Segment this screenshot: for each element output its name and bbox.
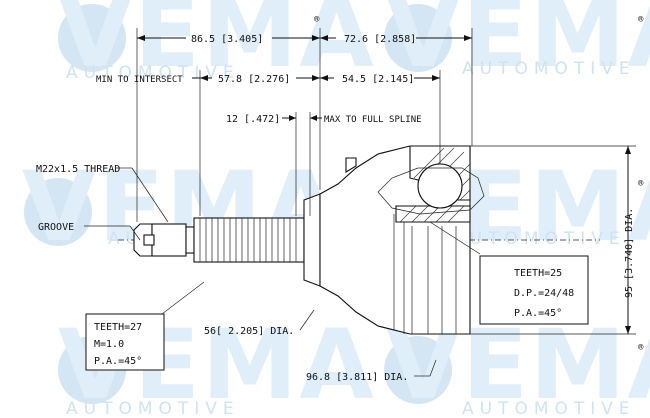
watermark-brand: VEMA	[386, 0, 650, 89]
dim-overall-left: 86.5 [3.405]	[191, 34, 263, 45]
dim-overall-right: 72.6 [2.858]	[344, 34, 416, 45]
callout-line: P.A.=45°	[94, 356, 142, 367]
groove-ring	[185, 226, 195, 254]
dim-spline-value: 12 [.472]	[226, 114, 280, 125]
watermark-logo-circle	[58, 4, 126, 72]
watermark-sub: AUTOMOTIVE	[452, 229, 626, 249]
dim-right-dia: 95 [3.740] DIA.	[624, 208, 635, 298]
spline-teeth	[199, 218, 297, 262]
callout-inner-spline: TEETH=25 D.P.=24/48 P.A.=45°	[479, 255, 589, 325]
callout-line: M=1.0	[94, 339, 124, 350]
callout-box	[479, 255, 589, 325]
watermark-sub: AUTOMOTIVE	[462, 399, 636, 418]
dim-min-intersect-label: MIN TO INTERSECT	[96, 75, 183, 85]
dim-right-inner: 54.5 [2.145]	[342, 74, 414, 85]
dim-bottom-dia: 96.8 [3.811] DIA.	[306, 372, 408, 383]
callout-line: TEETH=27	[94, 322, 142, 333]
threaded-stud	[151, 223, 187, 257]
stud-slot	[143, 234, 155, 246]
registered-mark: ®	[638, 179, 644, 189]
callout-line: D.P.=24/48	[514, 288, 574, 299]
registered-mark: ®	[638, 343, 644, 353]
watermark-brand: VEMA	[58, 0, 376, 89]
callout-outer-spline: TEETH=27 M=1.0 P.A.=45°	[85, 313, 165, 371]
hatch-lower	[399, 205, 465, 223]
callout-line: TEETH=25	[514, 268, 562, 279]
dim-thread: M22x1.5 THREAD	[36, 164, 120, 175]
dim-groove: GROOVE	[38, 222, 74, 233]
dim-shaft-dia: 56[ 2.205] DIA.	[204, 326, 294, 337]
watermark-sub: AUTOMOTIVE	[66, 63, 240, 83]
watermark-layer: VEMA AUTOMOTIVE VEMA AUTOMOTIVE VEMA AUT…	[22, 0, 650, 418]
callout-line: P.A.=45°	[514, 308, 562, 319]
watermark-logo-circle	[384, 336, 452, 404]
housing-tab	[345, 157, 357, 173]
dim-max-full-spline: MAX TO FULL SPLINE	[324, 115, 422, 125]
watermark-sub: AUTOMOTIVE	[462, 59, 636, 79]
dimension-labels: 86.5 [3.405] 72.6 [2.858] MIN TO INTERSE…	[36, 34, 635, 383]
cv-joint-part	[133, 145, 485, 335]
shaft-neck	[303, 193, 321, 287]
dim-min-intersect-value: 57.8 [2.276]	[218, 74, 290, 85]
watermark-logo-circle	[24, 178, 92, 246]
callout-box	[85, 313, 165, 371]
dimension-lines	[84, 28, 636, 377]
registered-mark: ®	[314, 15, 320, 25]
watermark-sub: AUTOMOTIVE	[66, 399, 240, 418]
section-lower	[395, 205, 471, 223]
cage-outline	[377, 167, 485, 215]
splined-shaft	[193, 217, 305, 263]
ball-bearing	[417, 163, 463, 209]
registered-mark: ®	[638, 15, 644, 25]
